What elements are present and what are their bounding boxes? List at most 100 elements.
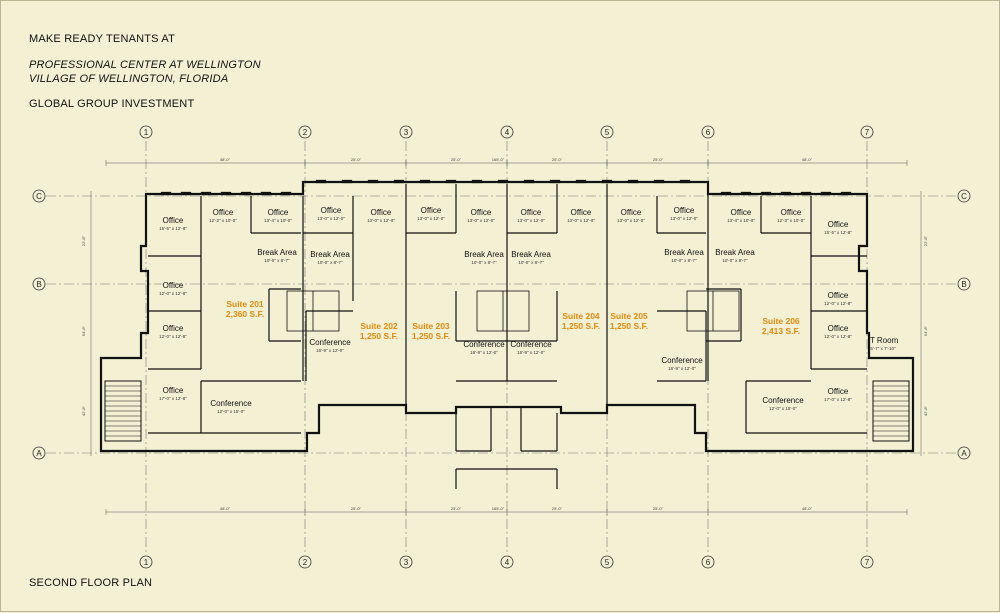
dimension-label: 25'-0" [653,506,664,511]
room-dimension: 13'-0" x 12'-0" [367,218,395,223]
room-name: Conference [309,338,351,347]
room-dimension: 17'-0" x 12'-8" [159,396,187,401]
room-name: Office [781,208,802,217]
dimension-label: 25'-0" [451,506,462,511]
window [160,191,172,196]
window [627,179,639,184]
header-line-3: VILLAGE OF WELLINGTON, FLORIDA [29,73,229,85]
room-name: Office [163,324,184,333]
room-dimension: 13'-0" x 12'-0" [467,218,495,223]
room-name: Office [213,208,234,217]
room-dimension: 15'-5" x 12'-8" [159,226,187,231]
room-dimension: 13'-0" x 12'-0" [617,218,645,223]
dimension-label: 25'-0" [653,157,664,162]
room-name: Conference [463,340,505,349]
suite-area: 2,360 S.F. [226,309,264,319]
grid-bubble [600,555,614,569]
room-name: Break Area [464,250,504,259]
grid-column-label: 6 [706,128,711,137]
room-name: IT Room [868,336,899,345]
window [720,191,732,196]
grid-row-label: C [36,192,42,201]
grid-bubble [500,555,514,569]
dimension-label: 25'-0" [552,506,563,511]
grid-bubble [399,125,413,139]
room-name: Break Area [310,250,350,259]
dimension-label: 25'-0" [451,157,462,162]
room-name: Conference [762,396,804,405]
grid-bubble [860,555,874,569]
header-line-2: PROFESSIONAL CENTER AT WELLINGTON [29,59,261,71]
suite-name: Suite 203 [412,321,450,331]
plan-title: SECOND FLOOR PLAN [29,577,153,589]
dimension-label: 48'-0" [220,157,231,162]
grid-bubble [139,125,153,139]
room-dimension: 5'-7" x 7'-10" [870,346,896,351]
dimension-label: 22'-8" [81,235,86,246]
room-dimension: 16'-9" x 12'-0" [517,350,545,355]
room-dimension: 10'-0" x 8'-7" [671,258,697,263]
room-dimension: 13'-0" x 12'-0" [417,216,445,221]
dimension-label: 165'-0" [492,506,505,511]
window [740,191,752,196]
window [315,179,327,184]
room-dimension: 12'-0" x 15'-0" [217,409,245,414]
suite-area: 2,413 S.F. [762,326,800,336]
dimension-label: 48'-0" [220,506,231,511]
grid-column-label: 4 [505,558,510,567]
room-name: Office [828,291,849,300]
window [220,191,232,196]
grid-bubble [139,555,153,569]
room-name: Conference [510,340,552,349]
room-dimension: 13'-0" x 12'-0" [317,216,345,221]
dimension-label: 22'-8" [923,235,928,246]
window [653,179,665,184]
room-dimension: 12'-0" x 12'-8" [159,334,187,339]
suite-name: Suite 202 [360,321,398,331]
grid-bubble [600,125,614,139]
room-dimension: 16'-9" x 12'-0" [668,366,696,371]
room-name: Office [371,208,392,217]
window [575,179,587,184]
window [180,191,192,196]
window [820,191,832,196]
window [445,179,457,184]
grid-column-label: 2 [303,558,308,567]
grid-row-label: A [36,449,42,458]
dimension-label: 42'-8" [923,405,928,416]
window [549,179,561,184]
grid-column-label: 5 [605,558,610,567]
room-name: Office [674,206,695,215]
room-name: Office [731,208,752,217]
room-name: Office [828,220,849,229]
grid-bubble [957,446,971,460]
grid-column-label: 2 [303,128,308,137]
room-dimension: 16'-9" x 12'-0" [470,350,498,355]
room-dimension: 15'-5" x 12'-8" [824,230,852,235]
grid-bubble [701,555,715,569]
room-dimension: 10'-0" x 8'-7" [722,258,748,263]
grid-column-label: 7 [865,558,870,567]
window [341,179,353,184]
window [393,179,405,184]
grid-bubble [957,277,971,291]
room-name: Office [321,206,342,215]
room-name: Break Area [511,250,551,259]
dimension-label: 165'-0" [492,157,505,162]
room-dimension: 12'-3" x 10'-0" [777,218,805,223]
window [601,179,613,184]
header-line-4: GLOBAL GROUP INVESTMENT [29,98,195,110]
dimension-label: 54'-8" [923,325,928,336]
suite-name: Suite 204 [562,311,600,321]
grid-column-label: 6 [706,558,711,567]
grid-bubble [399,555,413,569]
window [523,179,535,184]
room-name: Office [828,387,849,396]
grid-row-label: A [961,449,967,458]
grid-row-label: B [961,280,966,289]
room-dimension: 17'-0" x 12'-8" [824,397,852,402]
grid-row-label: C [961,192,967,201]
grid-bubble [298,125,312,139]
